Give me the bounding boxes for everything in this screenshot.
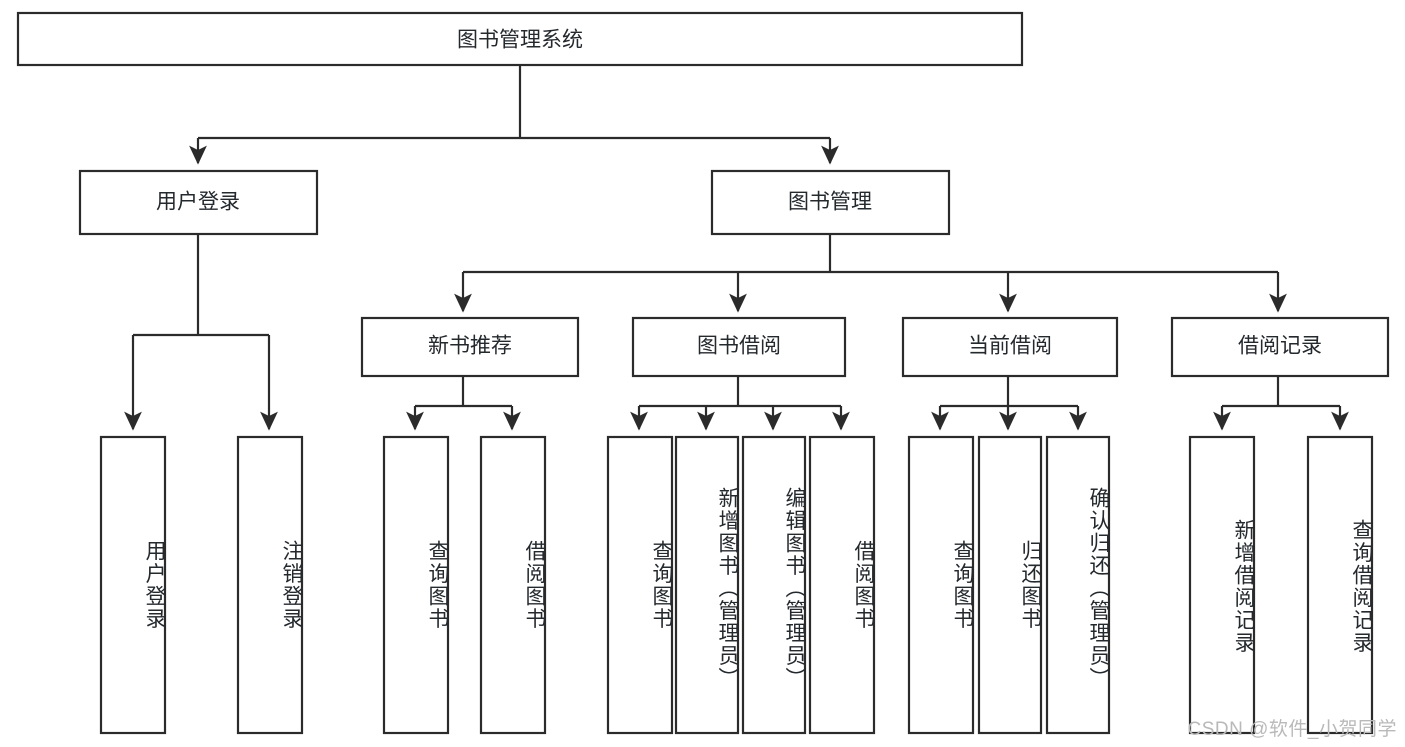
leaf-user-login-box[interactable] <box>99 435 167 735</box>
edge-group-user-login <box>124 234 278 431</box>
node-book-borrow[interactable]: 图书借阅 <box>631 316 847 378</box>
leaf-query-record-box[interactable] <box>1306 435 1374 735</box>
leaf-query-book-3-box[interactable] <box>907 435 975 735</box>
node-borrow-record-label: 借阅记录 <box>1238 335 1322 358</box>
edge-group-borrow-record <box>1213 376 1349 431</box>
node-book-management[interactable]: 图书管理 <box>710 169 951 236</box>
leaf-borrow-book-2-box[interactable] <box>808 435 876 735</box>
leaf-boxes <box>99 435 1374 735</box>
leaf-query-book-2-box[interactable] <box>606 435 674 735</box>
edge-group-book-management <box>454 234 1287 313</box>
node-book-borrow-box[interactable] <box>631 316 847 378</box>
leaf-add-record-box[interactable] <box>1188 435 1256 735</box>
leaf-return-book-box[interactable] <box>977 435 1043 735</box>
leaf-borrow-book-1-box[interactable] <box>479 435 547 735</box>
node-current-borrow[interactable]: 当前借阅 <box>901 316 1119 378</box>
node-new-book-recommend[interactable]: 新书推荐 <box>360 316 580 378</box>
leaf-confirm-return-box[interactable] <box>1045 435 1111 735</box>
leaf-user-logout-box[interactable] <box>236 435 304 735</box>
node-borrow-record[interactable]: 借阅记录 <box>1170 316 1390 378</box>
node-book-management-box[interactable] <box>710 169 951 236</box>
node-root-label: 图书管理系统 <box>457 29 583 52</box>
leaf-edit-book-box[interactable] <box>741 435 807 735</box>
node-root-box[interactable] <box>16 11 1024 67</box>
node-borrow-record-box[interactable] <box>1170 316 1390 378</box>
node-user-login[interactable]: 用户登录 <box>78 169 319 236</box>
leaf-query-book-1-box[interactable] <box>382 435 450 735</box>
edge-group-new-book-recommend <box>406 376 521 431</box>
node-user-login-box[interactable] <box>78 169 319 236</box>
csdn-watermark: CSDN @软件_小贺同学 <box>1187 719 1397 740</box>
node-new-book-recommend-box[interactable] <box>360 316 580 378</box>
node-new-book-recommend-label: 新书推荐 <box>428 335 512 358</box>
node-root[interactable]: 图书管理系统 <box>16 11 1024 67</box>
node-book-borrow-label: 图书借阅 <box>697 335 781 358</box>
node-user-login-label: 用户登录 <box>156 191 240 214</box>
node-book-management-label: 图书管理 <box>788 191 872 214</box>
node-current-borrow-label: 当前借阅 <box>968 335 1052 358</box>
edge-group-book-borrow <box>630 376 850 431</box>
node-current-borrow-box[interactable] <box>901 316 1119 378</box>
leaf-add-book-box[interactable] <box>674 435 740 735</box>
edge-group-current-borrow <box>931 376 1087 431</box>
edge-group-root <box>189 65 839 165</box>
